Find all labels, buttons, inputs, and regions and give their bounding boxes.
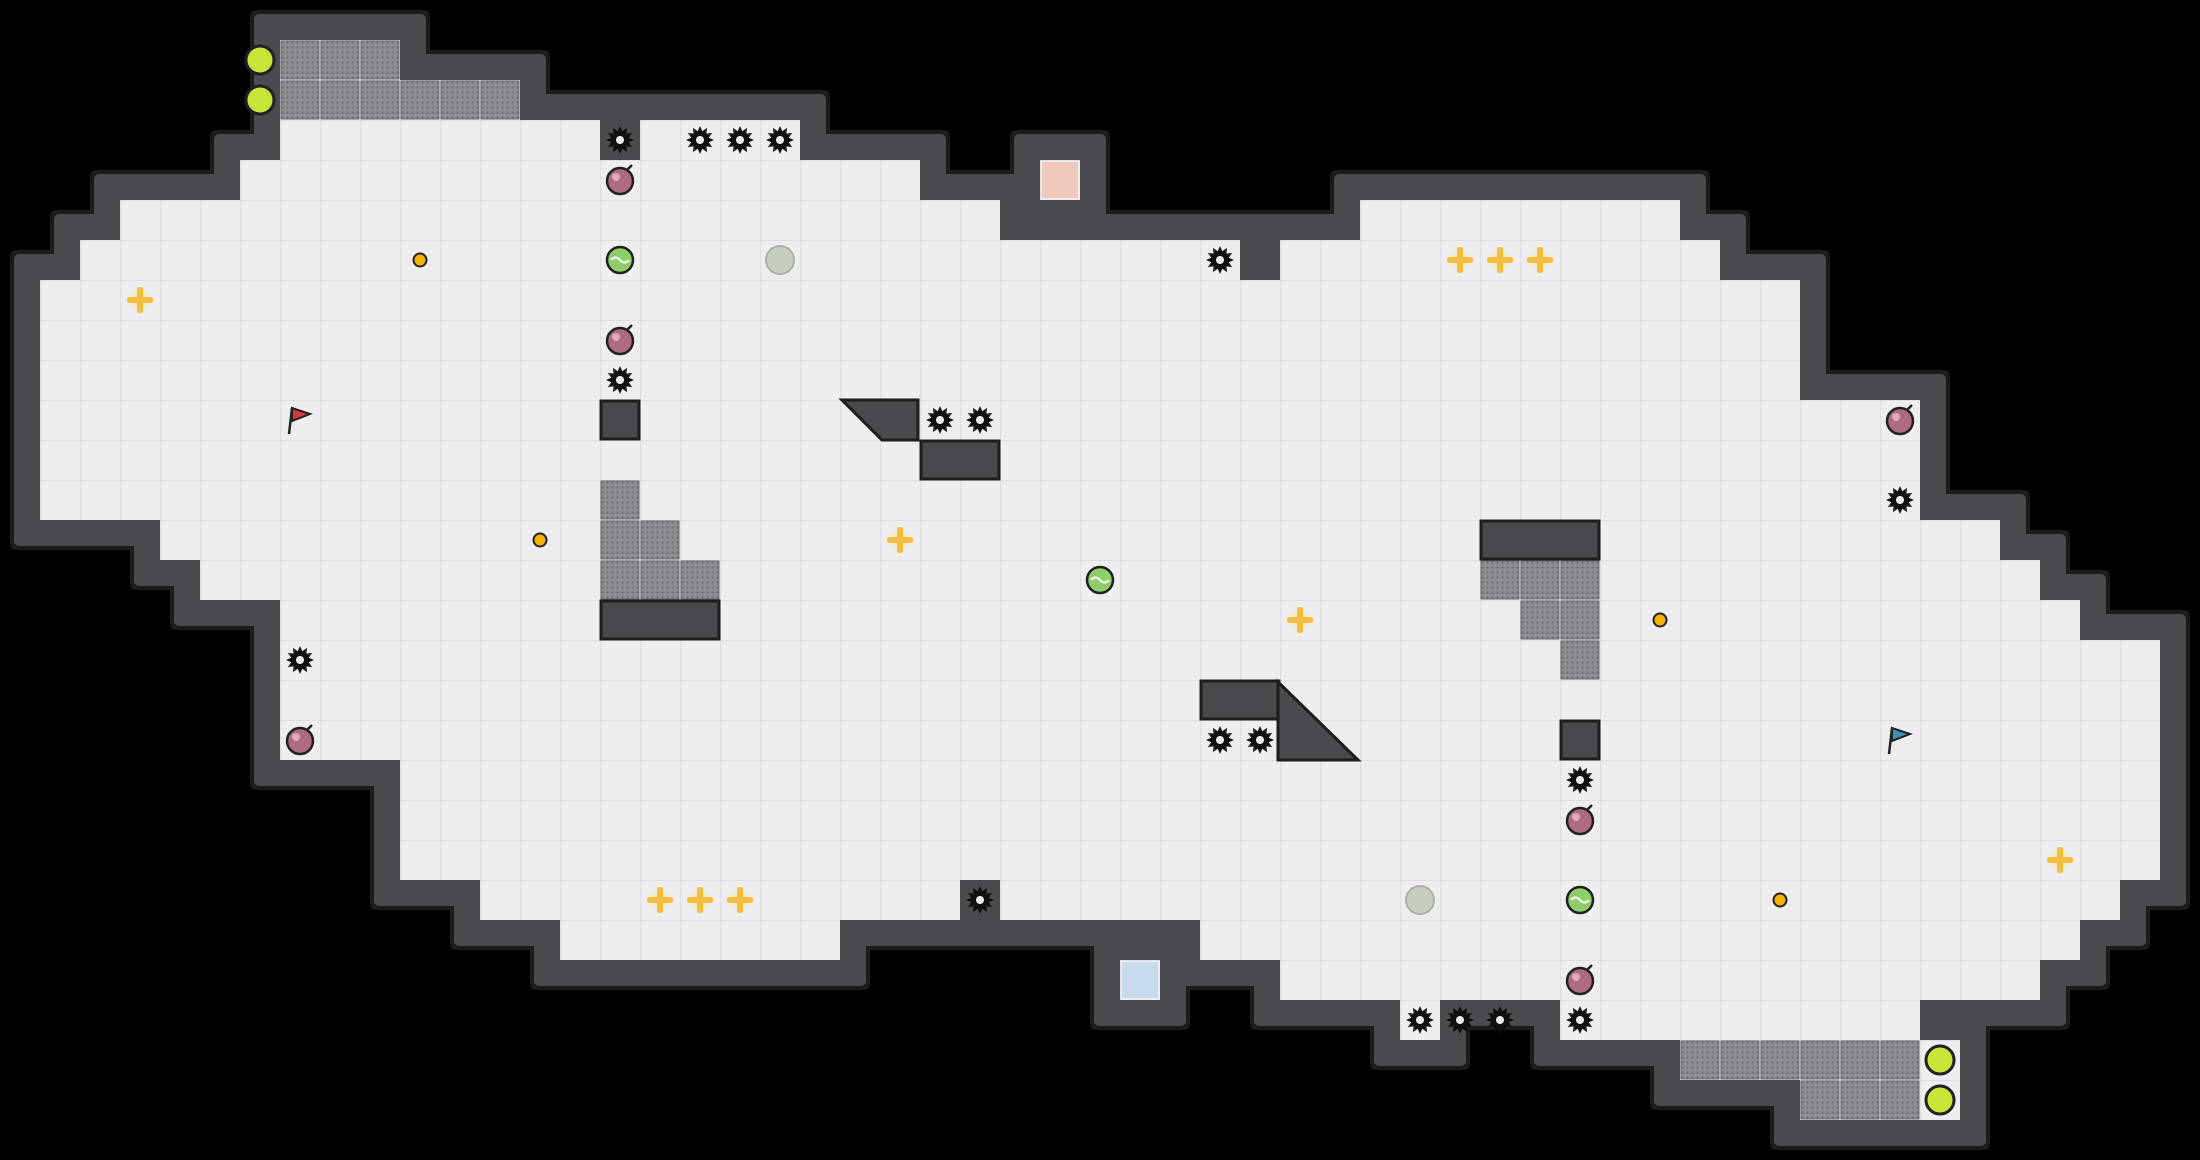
- wall-ramp: [1276, 678, 1362, 762]
- mesh-tile: [360, 40, 400, 80]
- mesh-tile: [360, 80, 400, 120]
- mesh-tile: [1520, 560, 1560, 600]
- wall-blocks: [280, 40, 1920, 1120]
- powerup-icon: [1527, 247, 1553, 273]
- mesh-tile: [680, 560, 720, 600]
- red-flag-icon: [287, 406, 313, 435]
- wall-block: [1199, 679, 1281, 721]
- powerup-icon: [1487, 247, 1513, 273]
- mesh-tile: [1880, 1040, 1920, 1080]
- bomb-icon: [285, 724, 315, 756]
- mesh-tile: [1560, 560, 1600, 600]
- map-items: [127, 44, 2073, 1116]
- powerup-icon: [727, 887, 753, 913]
- spike-icon: [686, 126, 714, 154]
- mesh-tile: [1520, 600, 1560, 640]
- spike-icon: [1246, 726, 1274, 754]
- mesh-tile: [600, 520, 640, 560]
- coin-icon: [412, 252, 428, 268]
- spike-icon: [1406, 1006, 1434, 1034]
- mesh-tile: [1880, 1080, 1920, 1120]
- spike-icon: [966, 886, 994, 914]
- bomb-icon: [605, 324, 635, 356]
- wall-block: [599, 599, 721, 641]
- spike-icon: [1446, 1006, 1474, 1034]
- spike-icon: [1486, 1006, 1514, 1034]
- powerup-icon: [887, 527, 913, 553]
- blue-endzone-pad: [1122, 962, 1158, 998]
- boost-icon: [1565, 885, 1595, 915]
- mesh-tile: [1800, 1080, 1840, 1120]
- red-endzone-pad: [1042, 162, 1078, 198]
- spike-icon: [766, 126, 794, 154]
- mesh-tile: [400, 80, 440, 120]
- wall-block: [919, 439, 1001, 481]
- team-slot: [1924, 1044, 1956, 1076]
- spike-icon: [606, 366, 634, 394]
- coin-icon: [1652, 612, 1668, 628]
- bomb-icon: [605, 164, 635, 196]
- spike-icon: [1566, 766, 1594, 794]
- spike-icon: [286, 646, 314, 674]
- wall-block: [1559, 719, 1601, 761]
- mesh-tile: [1560, 600, 1600, 640]
- wall-block: [599, 399, 641, 441]
- mesh-tile: [1760, 1040, 1800, 1080]
- powerup-icon: [2047, 847, 2073, 873]
- mesh-tile: [320, 40, 360, 80]
- mesh-tile: [320, 80, 360, 120]
- spike-icon: [1206, 246, 1234, 274]
- wall-block: [1479, 519, 1601, 561]
- mesh-tile: [1680, 1040, 1720, 1080]
- spike-icon: [926, 406, 954, 434]
- mesh-tile: [280, 80, 320, 120]
- spike-icon: [966, 406, 994, 434]
- bomb-icon: [1565, 804, 1595, 836]
- team-slot: [1924, 1084, 1956, 1116]
- mesh-tile: [1720, 1040, 1760, 1080]
- mesh-tile: [1840, 1040, 1880, 1080]
- powerup-icon: [1287, 607, 1313, 633]
- mesh-tile: [1480, 560, 1520, 600]
- mesh-tile: [480, 80, 520, 120]
- gate-marker: [765, 245, 795, 275]
- boost-icon: [1085, 565, 1115, 595]
- powerup-icon: [127, 287, 153, 313]
- powerup-icon: [687, 887, 713, 913]
- powerup-icon: [1447, 247, 1473, 273]
- mesh-tile: [1800, 1040, 1840, 1080]
- team-slot: [244, 84, 276, 116]
- mesh-tile: [1840, 1080, 1880, 1120]
- spike-icon: [1566, 1006, 1594, 1034]
- coin-icon: [532, 532, 548, 548]
- mesh-tile: [440, 80, 480, 120]
- mesh-tile: [600, 560, 640, 600]
- spike-icon: [726, 126, 754, 154]
- wall-ramp: [838, 398, 920, 442]
- powerup-icon: [647, 887, 673, 913]
- mesh-tile: [640, 520, 680, 560]
- bomb-icon: [1565, 964, 1595, 996]
- mesh-tile: [640, 560, 680, 600]
- spike-icon: [1206, 726, 1234, 754]
- coin-icon: [1772, 892, 1788, 908]
- team-slot: [244, 44, 276, 76]
- spike-icon: [606, 126, 634, 154]
- bomb-icon: [1885, 404, 1915, 436]
- gate-marker: [1405, 885, 1435, 915]
- mesh-tile: [600, 480, 640, 520]
- blue-flag-icon: [1887, 726, 1913, 755]
- mesh-tile: [1560, 640, 1600, 680]
- mesh-tile: [280, 40, 320, 80]
- spike-icon: [1886, 486, 1914, 514]
- boost-icon: [605, 245, 635, 275]
